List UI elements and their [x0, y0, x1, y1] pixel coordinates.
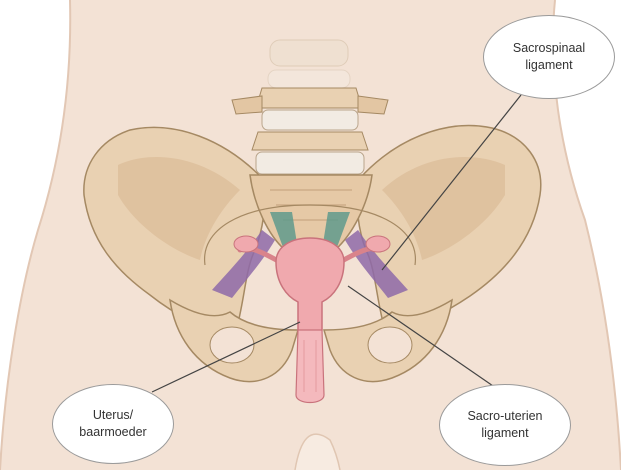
- label-sacrospinaal-ligament: Sacrospinaal ligament: [483, 15, 615, 99]
- label-sacro-uterien-ligament: Sacro-uterien ligament: [439, 384, 571, 466]
- upper-spine: [268, 40, 350, 88]
- label-uterus: Uterus/ baarmoeder: [52, 384, 174, 464]
